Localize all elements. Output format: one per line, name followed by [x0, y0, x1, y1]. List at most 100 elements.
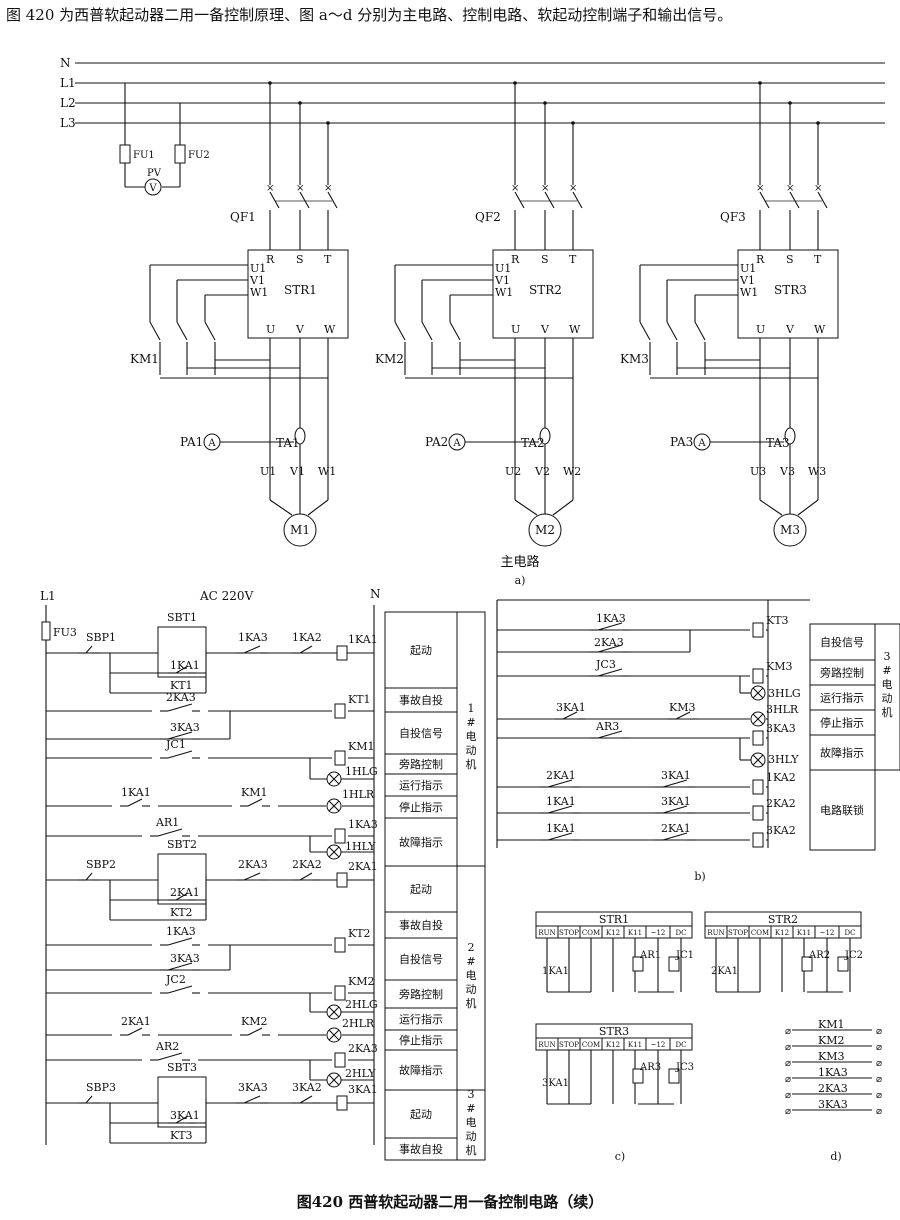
gap — [112, 804, 158, 808]
contact-label: 1KA2 — [292, 631, 322, 644]
relay-coil — [334, 937, 346, 953]
gap — [112, 1033, 158, 1037]
relay-coil — [837, 956, 849, 972]
control-voltage-label: AC 220V — [199, 589, 254, 603]
contact-label: 3KA1 — [661, 795, 691, 808]
ct-label-3: TA3 — [766, 436, 790, 450]
wire — [167, 703, 193, 712]
contact-label: 1KA1 — [170, 659, 200, 672]
coil-label: KT2 — [348, 927, 371, 940]
lamp-label: 3HLY — [768, 753, 799, 766]
wire — [127, 798, 143, 807]
wire — [299, 191, 310, 209]
relay-coil — [752, 832, 764, 848]
coil-label: 1KA3 — [348, 818, 378, 831]
starter-output-label: W — [569, 323, 581, 336]
wire — [175, 1115, 189, 1124]
contact-label: 2KA1 — [170, 886, 200, 899]
terminal-label: K11 — [797, 929, 811, 937]
breaker-mark: × — [266, 183, 274, 194]
wire — [752, 687, 764, 699]
wire — [328, 846, 340, 858]
terminal-mark: ⌀ — [876, 1042, 882, 1053]
function-label: 起动 — [410, 1108, 432, 1121]
function-cell — [384, 865, 458, 913]
wire — [597, 730, 623, 739]
contact-label: KT2 — [170, 906, 193, 919]
wire — [797, 499, 819, 516]
panel-c-sublabel: c) — [615, 1150, 625, 1163]
contact-label: 3KA1 — [170, 1109, 200, 1122]
function-label: 自投信号 — [399, 952, 443, 966]
terminal-mark: ⌀ — [785, 1090, 791, 1101]
junction — [788, 101, 792, 105]
function-label: 起动 — [410, 644, 432, 657]
breaker-mark: × — [324, 183, 332, 194]
wire — [752, 713, 764, 725]
ammeter-label-2: PA2 — [425, 435, 448, 449]
terminal-mark: ⌀ — [876, 1090, 882, 1101]
starter-input-label: T — [569, 253, 577, 266]
pushbutton-frame — [157, 1076, 207, 1128]
wire — [327, 191, 338, 209]
wire — [597, 668, 623, 677]
soft-starter-box — [247, 249, 349, 339]
lamp-label: 1HLY — [345, 840, 376, 853]
function-cell — [809, 684, 876, 711]
terminal-mark: ⌀ — [876, 1058, 882, 1069]
coil-label: 3KA3 — [766, 722, 796, 735]
wire — [547, 805, 573, 814]
starter-output-label: W — [324, 323, 336, 336]
wire — [752, 754, 764, 766]
coil-label: 2KA1 — [348, 860, 378, 873]
function-label: 事故自投 — [399, 1142, 443, 1156]
wire — [247, 798, 263, 807]
terminal-label: DC — [845, 929, 856, 937]
coil-label: AR3 — [639, 1062, 661, 1073]
wire — [299, 1095, 313, 1104]
breaker-mark: × — [814, 183, 822, 194]
terminal-label: COM — [751, 929, 769, 937]
function-cell — [809, 709, 876, 736]
contact-label: 1KA3 — [238, 631, 268, 644]
pushbutton-frame — [157, 626, 207, 678]
lamp-label: 2HLY — [345, 1067, 376, 1080]
function-cell — [384, 611, 458, 689]
motor-symbol-2 — [528, 513, 562, 547]
junction — [816, 121, 820, 125]
motor-terminal-label: V1 — [289, 465, 305, 478]
pushbutton-frame — [157, 853, 207, 905]
pushbutton-label: SBP3 — [86, 1081, 116, 1094]
pushbutton-label: SBP2 — [86, 858, 116, 871]
gap — [232, 1033, 278, 1037]
breaker-label-1: QF1 — [230, 210, 256, 224]
wire — [328, 800, 340, 812]
wire — [328, 1029, 340, 1041]
contact-label: KT3 — [170, 1129, 193, 1142]
wire — [817, 191, 828, 209]
wire — [269, 191, 280, 209]
terminal-label: K11 — [628, 1041, 642, 1049]
terminal-label: K11 — [628, 929, 642, 937]
wire — [149, 321, 161, 341]
function-label: 旁路控制 — [399, 987, 443, 1001]
contact-label: 3KA1 — [661, 769, 691, 782]
relay-coil — [334, 1052, 346, 1068]
starter-input-label: R — [511, 253, 520, 266]
contact-label: 2KA1 — [121, 1015, 151, 1028]
starter-bypass-label: V1 — [494, 274, 510, 287]
group-label: 2 — [468, 941, 475, 954]
starter-output-label: V — [540, 323, 550, 336]
starter-label-3: STR3 — [774, 283, 807, 297]
wire — [175, 665, 189, 674]
wire — [328, 1074, 340, 1086]
motor-terminal-label: W3 — [808, 465, 826, 478]
wire — [639, 321, 651, 341]
breaker-mark: × — [569, 183, 577, 194]
soft-starter-box — [492, 249, 594, 339]
relay-coil — [752, 730, 764, 746]
panel-d-sublabel: d) — [830, 1150, 841, 1163]
function-label: 起动 — [410, 883, 432, 896]
wire — [157, 828, 183, 837]
